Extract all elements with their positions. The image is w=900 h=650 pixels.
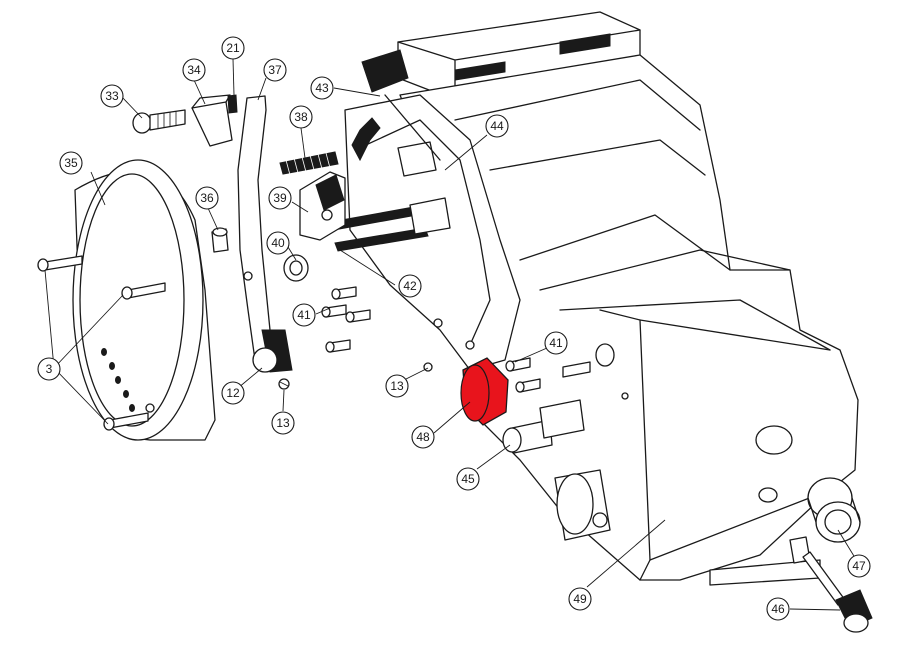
svg-text:37: 37 xyxy=(268,63,282,77)
callout-33: 33 xyxy=(100,84,124,108)
callout-13-right: 13 xyxy=(385,374,409,398)
callout-43: 43 xyxy=(310,76,334,100)
callout-12: 12 xyxy=(221,381,245,405)
svg-text:45: 45 xyxy=(461,472,475,486)
block-39 xyxy=(299,171,346,241)
callout-41-left: 41 xyxy=(292,303,316,327)
callout-13-left: 13 xyxy=(271,411,295,435)
callout-42: 42 xyxy=(398,274,422,298)
svg-text:41: 41 xyxy=(297,308,311,322)
svg-text:39: 39 xyxy=(273,191,287,205)
svg-text:3: 3 xyxy=(46,362,53,376)
svg-text:46: 46 xyxy=(771,602,785,616)
svg-text:21: 21 xyxy=(226,41,240,55)
svg-text:44: 44 xyxy=(490,119,504,133)
svg-text:13: 13 xyxy=(390,379,404,393)
svg-text:40: 40 xyxy=(271,236,285,250)
callout-41-right: 41 xyxy=(544,331,568,355)
bracket-34 xyxy=(191,94,233,147)
shaft-45 xyxy=(502,399,585,454)
knob-47 xyxy=(807,477,861,543)
svg-text:38: 38 xyxy=(294,110,308,124)
callout-49: 49 xyxy=(568,587,592,611)
leader-lines xyxy=(44,58,858,611)
callout-21: 21 xyxy=(221,36,245,60)
callout-36: 36 xyxy=(195,186,219,210)
callout-44: 44 xyxy=(485,114,509,138)
pin-21 xyxy=(227,94,238,114)
callouts: 21 33 34 37 43 38 44 35 36 39 40 42 41 3… xyxy=(37,36,871,621)
bushing-40 xyxy=(283,254,309,282)
svg-text:47: 47 xyxy=(852,559,866,573)
callout-37: 37 xyxy=(263,58,287,82)
knob-46 xyxy=(789,536,873,633)
callout-46: 46 xyxy=(766,597,790,621)
svg-text:34: 34 xyxy=(187,63,201,77)
svg-text:41: 41 xyxy=(549,336,563,350)
svg-text:12: 12 xyxy=(226,386,240,400)
callout-45: 45 xyxy=(456,467,480,491)
pin-13-left xyxy=(278,378,290,390)
svg-text:42: 42 xyxy=(403,279,417,293)
callout-40: 40 xyxy=(266,231,290,255)
callout-35: 35 xyxy=(59,151,83,175)
svg-text:33: 33 xyxy=(105,89,119,103)
svg-text:43: 43 xyxy=(315,81,329,95)
callout-39: 39 xyxy=(268,186,292,210)
svg-text:36: 36 xyxy=(200,191,214,205)
screws-41-right xyxy=(505,343,615,393)
pin-36 xyxy=(211,227,229,253)
spring-38 xyxy=(279,151,339,176)
screws-41 xyxy=(321,286,371,353)
callout-48: 48 xyxy=(411,425,435,449)
svg-text:13: 13 xyxy=(276,416,290,430)
callout-34: 34 xyxy=(182,58,206,82)
lever-37 xyxy=(237,95,293,373)
svg-text:49: 49 xyxy=(573,592,587,606)
highlighted-part-48 xyxy=(460,357,509,426)
callout-47: 47 xyxy=(847,554,871,578)
svg-text:48: 48 xyxy=(416,430,430,444)
callout-38: 38 xyxy=(289,105,313,129)
svg-text:35: 35 xyxy=(64,156,78,170)
cover-plate xyxy=(37,159,216,441)
callout-3: 3 xyxy=(37,357,61,381)
screw-33 xyxy=(132,109,186,134)
